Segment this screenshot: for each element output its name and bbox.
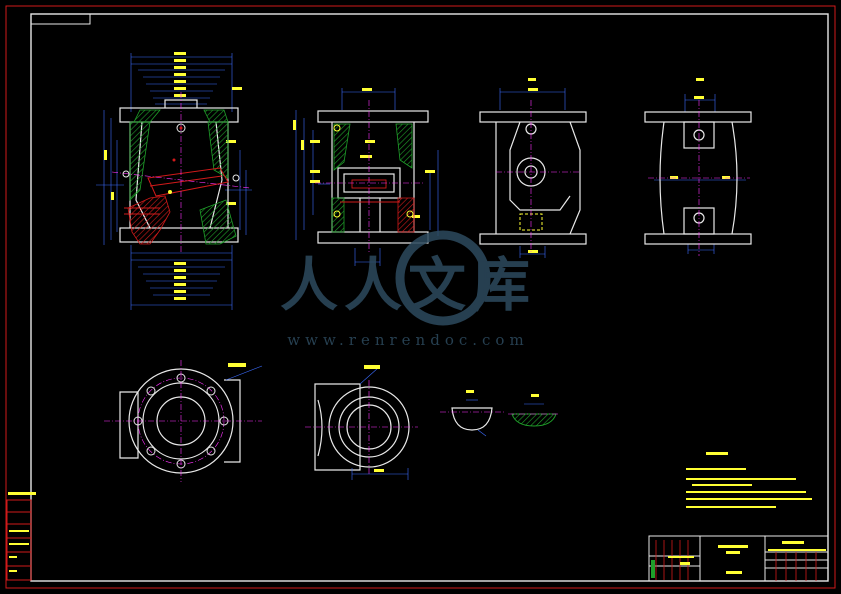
boss-detail-view [305,365,418,480]
title-block [648,535,829,582]
watermark: 人人文库 www.renrendoc.com [280,230,536,349]
watermark-url: www.renrendoc.com [287,331,528,349]
valve-body-view-b [644,78,752,256]
section-detail-c-icon [508,394,560,427]
valve-body-view-a [479,78,587,258]
technical-notes [686,452,812,508]
flange-bottom-view [104,360,263,482]
watermark-logo-icon [395,230,491,326]
drawing-frame [5,5,836,589]
section-detail-b-icon [440,390,504,437]
valve-body-side-section [293,88,439,266]
watermark-brand: 人人文库 [280,251,536,319]
revision-strip [6,492,36,581]
valve-body-front-section [96,52,252,310]
